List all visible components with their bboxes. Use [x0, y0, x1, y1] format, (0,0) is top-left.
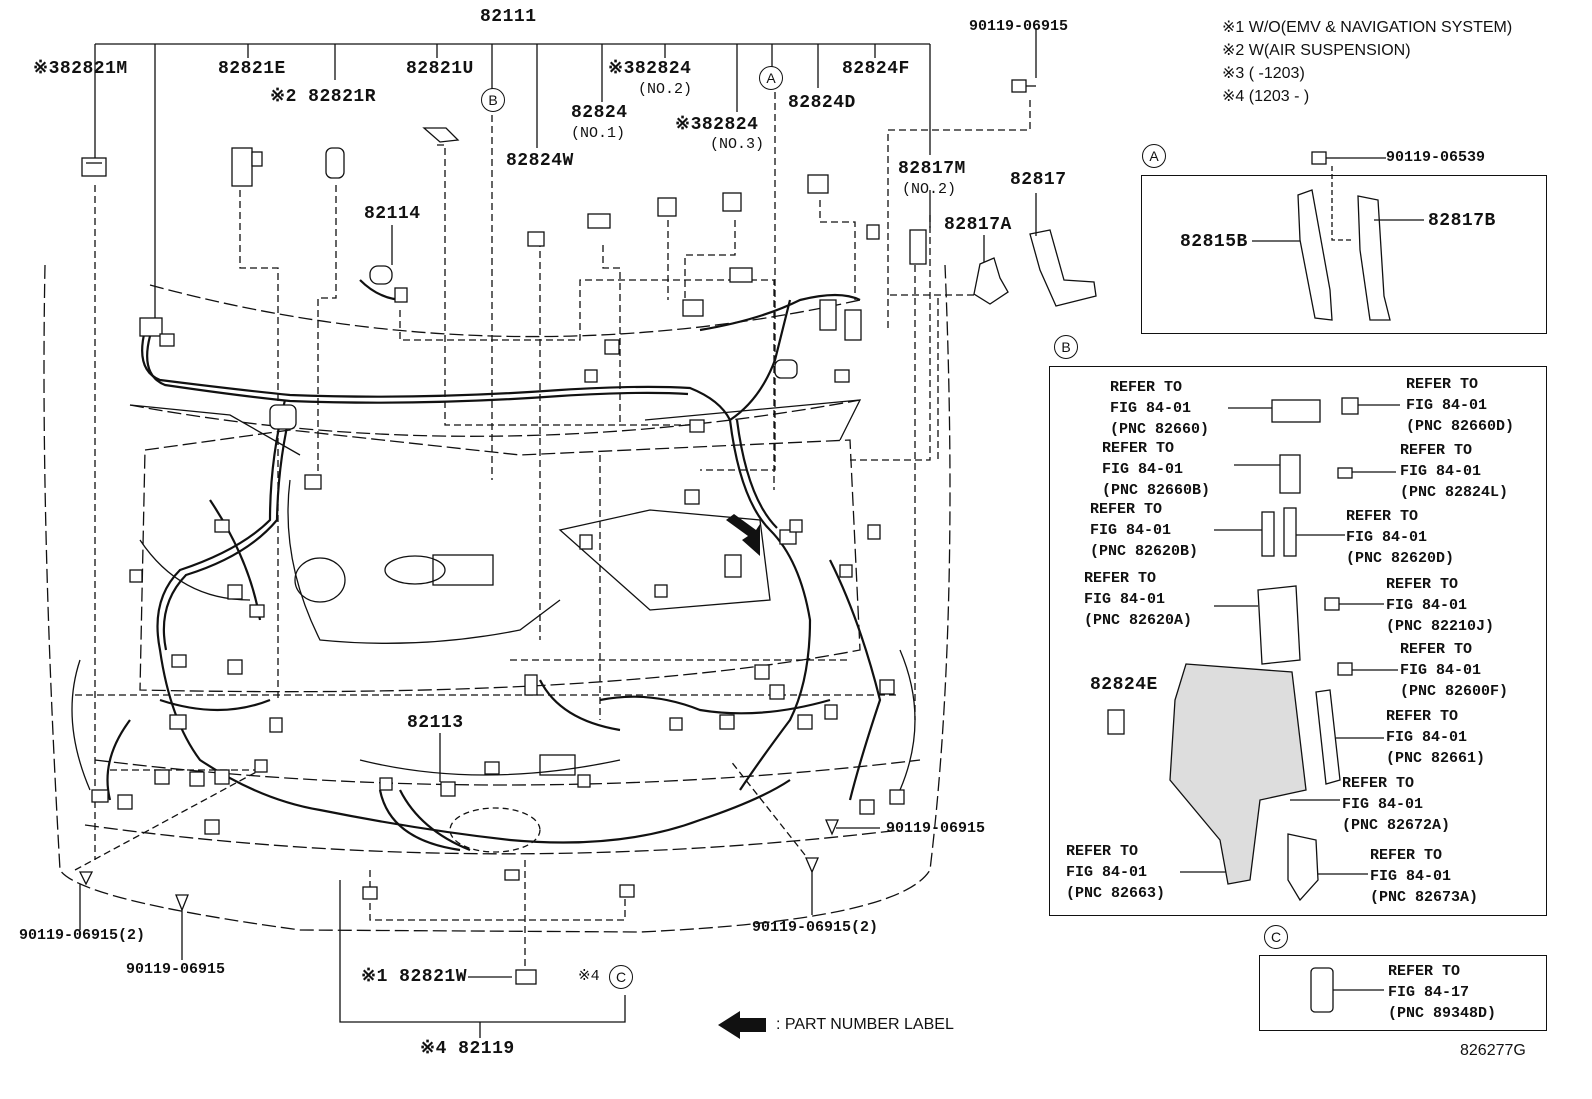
ref-82600F: REFER TO FIG 84-01 (PNC 82600F): [1400, 641, 1509, 700]
ref-82620D: REFER TO FIG 84-01 (PNC 82620D): [1346, 508, 1455, 567]
label-82817: 82817: [1010, 170, 1067, 190]
label-82824-no3: ※382824: [675, 115, 759, 135]
label-82111: 82111: [480, 7, 537, 27]
label-82824D: 82824D: [788, 93, 856, 113]
label-bolt-left: 90119-06915: [126, 961, 226, 978]
callout-b: B: [481, 88, 505, 112]
label-c-note4: ※4: [578, 968, 600, 985]
callout-c: C: [609, 965, 633, 989]
label-82824E: 82824E: [1090, 675, 1158, 695]
label-82817M-sub: (NO.2): [902, 181, 957, 198]
panel-b-parts: [1107, 397, 1400, 902]
label-82824-no1: 82824: [571, 103, 628, 123]
panel-a-bolt: 90119-06539: [1386, 149, 1486, 166]
harness-connectors: [91, 267, 905, 900]
note-2: ※2 W(AIR SUSPENSION): [1222, 42, 1411, 59]
label-bolt-right: 90119-06915: [886, 820, 986, 837]
vehicle-outline: [43, 264, 951, 933]
label-82824-no2: ※382824: [608, 59, 692, 79]
ref-82620A: REFER TO FIG 84-01 (PNC 82620A): [1084, 570, 1193, 629]
label-82824-no1-sub: (NO.1): [571, 125, 626, 142]
note-1: ※1 W/O(EMV & NAVIGATION SYSTEM): [1222, 19, 1513, 36]
label-82119: ※4 82119: [420, 1039, 515, 1059]
ref-82660: REFER TO FIG 84-01 (PNC 82660): [1110, 379, 1210, 438]
note-4: ※4 (1203 - ): [1222, 88, 1310, 105]
ref-82663: REFER TO FIG 84-01 (PNC 82663): [1066, 843, 1166, 902]
label-82824-no2-sub: (NO.2): [638, 81, 693, 98]
ref-82661: REFER TO FIG 84-01 (PNC 82661): [1386, 708, 1486, 767]
ref-82660B: REFER TO FIG 84-01 (PNC 82660B): [1102, 440, 1211, 499]
ref-82824L: REFER TO FIG 84-01 (PNC 82824L): [1400, 442, 1509, 501]
label-82824-no3-sub: (NO.3): [710, 136, 765, 153]
body-panels: [71, 399, 916, 853]
panel-c-part: [1310, 967, 1384, 1013]
part-number-label-arrow: [726, 514, 760, 556]
label-leaders: [79, 28, 1424, 960]
panel-a-circle: A: [1142, 144, 1166, 168]
label-82821E: 82821E: [218, 59, 286, 79]
panel-b-box: [1049, 366, 1547, 916]
panel-b-circle: B: [1054, 335, 1078, 359]
label-82114: 82114: [364, 204, 421, 224]
label-82821U: 82821U: [406, 59, 474, 79]
label-82113: 82113: [407, 713, 464, 733]
label-bolt-right-2: 90119-06915(2): [752, 919, 879, 936]
legend-arrow-shape: [718, 1011, 766, 1039]
label-bolt-top: 90119-06915: [969, 18, 1069, 35]
label-82817A: 82817A: [944, 215, 1012, 235]
panel-a-box: [1141, 175, 1547, 334]
note-3: ※3 ( -1203): [1222, 65, 1305, 82]
ref-82672A: REFER TO FIG 84-01 (PNC 82672A): [1342, 775, 1451, 834]
ref-89348D: REFER TO FIG 84-17 (PNC 89348D): [1388, 963, 1497, 1022]
callout-a: A: [759, 66, 783, 90]
panel-c-box: [1259, 955, 1547, 1031]
ref-82673A: REFER TO FIG 84-01 (PNC 82673A): [1370, 847, 1479, 906]
panel-c-circle: C: [1264, 925, 1288, 949]
ref-82620B: REFER TO FIG 84-01 (PNC 82620B): [1090, 501, 1199, 560]
legend-text: : PART NUMBER LABEL: [776, 1016, 954, 1033]
bracket-82111: [94, 43, 931, 320]
label-82821W: ※1 82821W: [361, 967, 467, 987]
panel-a-parts: [1297, 151, 1391, 321]
label-82821R: ※2 82821R: [270, 87, 376, 107]
label-82821M: ※382821M: [33, 59, 128, 79]
label-82824F: 82824F: [842, 59, 910, 79]
panel-a-82815B: 82815B: [1180, 232, 1248, 252]
panel-a-82817B: 82817B: [1428, 211, 1496, 231]
label-82817M: 82817M: [898, 159, 966, 179]
diagram-id: 826277G: [1460, 1042, 1526, 1059]
bottom-brackets: [339, 880, 626, 1038]
ref-82210J: REFER TO FIG 84-01 (PNC 82210J): [1386, 576, 1495, 635]
ref-82660D: REFER TO FIG 84-01 (PNC 82660D): [1406, 376, 1515, 435]
top-part-glyphs: [78, 79, 1097, 985]
label-bolt-left-2: 90119-06915(2): [19, 927, 146, 944]
label-82824W: 82824W: [506, 151, 574, 171]
